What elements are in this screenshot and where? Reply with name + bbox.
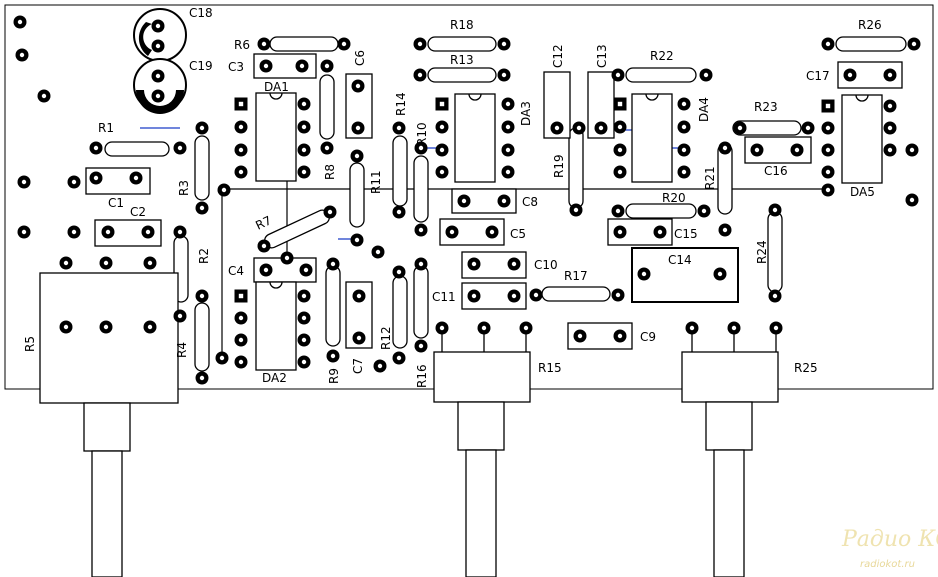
label-C8: C8 <box>522 195 538 209</box>
label-C15: C15 <box>674 227 698 241</box>
label-R2: R2 <box>197 248 211 264</box>
label-C16: C16 <box>764 164 788 178</box>
watermark-site: radiokot.ru <box>860 559 915 570</box>
label-C2: C2 <box>130 205 146 219</box>
label-R3: R3 <box>177 180 191 196</box>
label-R22: R22 <box>650 49 674 63</box>
label-C18: C18 <box>189 6 213 20</box>
label-C5: C5 <box>510 227 526 241</box>
label-C14: C14 <box>668 253 692 267</box>
label-R26: R26 <box>858 18 882 32</box>
label-R14: R14 <box>394 92 408 116</box>
label-C13: C13 <box>595 44 609 68</box>
label-DA3: DA3 <box>519 101 533 126</box>
label-R18: R18 <box>450 18 474 32</box>
label-C19: C19 <box>189 59 213 73</box>
label-R13: R13 <box>450 53 474 67</box>
label-R8: R8 <box>323 164 337 180</box>
label-R11: R11 <box>369 170 383 194</box>
label-R9: R9 <box>327 368 341 384</box>
label-C1: C1 <box>108 196 124 210</box>
label-C9: C9 <box>640 330 656 344</box>
label-R20: R20 <box>662 191 686 205</box>
electrolytic-capacitors <box>133 8 187 114</box>
label-C17: C17 <box>806 69 830 83</box>
component-labels: C18 C19 R6 C3 DA1 C6 R18 R13 C12 C13 R22… <box>23 6 882 388</box>
ic-bodies <box>255 92 883 371</box>
label-R6: R6 <box>234 38 250 52</box>
label-R17: R17 <box>564 269 588 283</box>
watermark: Радио КОТ radiokot.ru <box>841 527 938 570</box>
label-C6: C6 <box>353 50 367 66</box>
label-C3: C3 <box>228 60 244 74</box>
label-R25: R25 <box>794 361 818 375</box>
label-R5: R5 <box>23 336 37 352</box>
label-C4: C4 <box>228 264 244 278</box>
label-C11: C11 <box>432 290 456 304</box>
label-R1: R1 <box>98 121 114 135</box>
label-R21: R21 <box>703 166 717 190</box>
label-DA5: DA5 <box>850 185 875 199</box>
label-DA1: DA1 <box>264 80 289 94</box>
label-R12: R12 <box>379 326 393 350</box>
resistor-bodies-h <box>104 36 907 302</box>
label-R19: R19 <box>552 154 566 178</box>
label-DA4: DA4 <box>697 97 711 122</box>
label-R16: R16 <box>415 364 429 388</box>
label-C10: C10 <box>534 258 558 272</box>
label-DA2: DA2 <box>262 371 287 385</box>
label-R15: R15 <box>538 361 562 375</box>
watermark-logo: Радио КОТ <box>841 527 938 552</box>
label-R23: R23 <box>754 100 778 114</box>
resistor-bodies-v <box>173 74 783 372</box>
label-R4: R4 <box>175 342 189 358</box>
label-C7: C7 <box>351 358 365 374</box>
potentiometers <box>39 272 779 577</box>
label-C12: C12 <box>551 44 565 68</box>
label-R7: R7 <box>253 213 273 232</box>
label-R10: R10 <box>415 122 429 146</box>
label-R24: R24 <box>755 240 769 264</box>
